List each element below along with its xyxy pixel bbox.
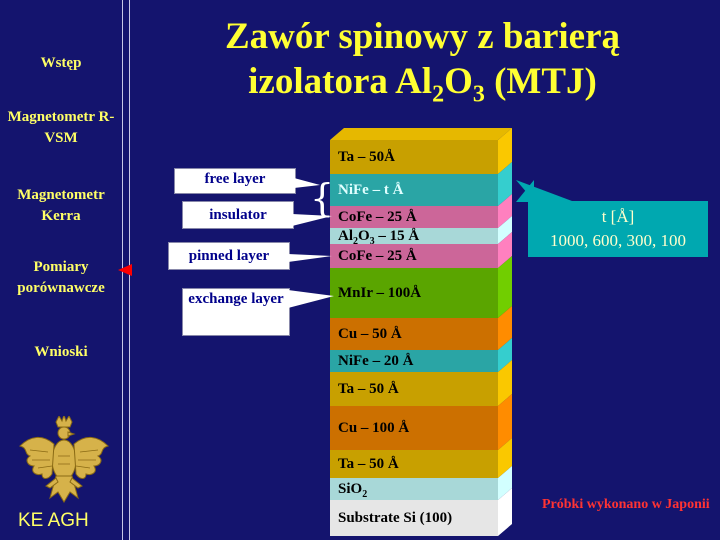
layer-label-11: SiO2: [338, 481, 368, 500]
layer-label-0: Ta – 50Å: [338, 149, 395, 165]
layer-front-6: [330, 318, 498, 350]
layer-side-3: [498, 216, 512, 244]
layer-label-7: NiFe – 20 Å: [338, 353, 414, 369]
layer-side-2: [498, 194, 512, 228]
callout-pinned-layer-pointer-icon: [288, 254, 332, 262]
layer-front-1: [330, 174, 498, 206]
slide-title: Zawór spinowy z barierą izolatora Al2O3 …: [140, 14, 705, 108]
layer-side-5: [498, 256, 512, 318]
layer-label-3: Al2O3 – 15 Å: [338, 228, 420, 247]
layer-front-5: [330, 268, 498, 318]
layer-front-12: [330, 500, 498, 536]
eagle-emblem-icon: [19, 416, 109, 503]
layer-front-0: [330, 140, 498, 174]
layer-side-1: [498, 162, 512, 206]
thickness-box: t [Å] 1000, 600, 300, 100: [528, 201, 708, 257]
footer-label: KE AGH: [18, 510, 89, 531]
layer-front-9: [330, 406, 498, 450]
nav-item-wnioski[interactable]: Wnioski: [34, 344, 88, 360]
layer-label-9: Cu – 100 Å: [338, 420, 410, 436]
current-item-arrow-icon: [118, 264, 132, 276]
nav-item-label: Pomiary porównawcze: [17, 259, 105, 296]
callout-free-layer: free layer: [174, 168, 296, 194]
callout-pinned-layer: pinned layer: [168, 242, 290, 270]
nav-item-magnetometr-kerra[interactable]: Magnetometr Kerra: [0, 185, 122, 227]
layer-side-7: [498, 338, 512, 372]
callout-free-layer-label: free layer: [204, 171, 266, 187]
sample-origin-note: Próbki wykonano w Japonii: [542, 497, 710, 512]
nav-item-magnetometr-rvsm[interactable]: Magnetometr R-VSM: [0, 107, 122, 149]
nav-item-label: Magnetometr Kerra: [17, 187, 105, 224]
title-line-1: Zawór spinowy z barierą: [224, 16, 620, 57]
layer-side-12: [498, 488, 512, 536]
nav-item-pomiary-porownawcze[interactable]: Pomiary porównawcze: [0, 257, 122, 299]
callout-insulator-label: insulator: [209, 207, 267, 223]
layer-front-4: [330, 244, 498, 268]
stack-top-face: [330, 128, 512, 140]
layer-label-6: Cu – 50 Å: [338, 326, 402, 342]
thickness-label: t [Å]: [601, 207, 635, 226]
layer-label-4: CoFe – 25 Å: [338, 248, 417, 264]
layer-side-10: [498, 438, 512, 478]
layer-side-6: [498, 306, 512, 350]
callout-exchange-layer-label: exchange layer: [188, 291, 284, 307]
layer-side-11: [498, 466, 512, 500]
title-line-2: izolatora Al2O3 (MTJ): [248, 61, 597, 108]
callout-exchange-layer: exchange layer: [182, 288, 290, 336]
thickness-values: 1000, 600, 300, 100: [550, 231, 686, 250]
layer-side-0: [498, 128, 512, 174]
layer-label-1: NiFe – t Å: [338, 182, 404, 198]
layer-label-5: MnIr – 100Å: [338, 285, 422, 301]
layer-side-9: [498, 394, 512, 450]
thickness-pointer-shape: [516, 180, 572, 201]
nav-item-wstep[interactable]: Wstęp: [40, 55, 82, 71]
callout-exchange-layer-pointer-icon: [288, 290, 334, 308]
callout-free-layer-pointer-icon: [294, 178, 320, 188]
layer-front-2: [330, 206, 498, 228]
layer-label-2: CoFe – 25 Å: [338, 209, 417, 225]
layer-label-10: Ta – 50 Å: [338, 456, 399, 472]
layer-front-10: [330, 450, 498, 478]
callout-insulator-pointer-icon: [292, 214, 332, 226]
layer-label-12: Substrate Si (100): [338, 510, 453, 526]
layer-front-11: [330, 478, 498, 500]
layer-front-3: [330, 228, 498, 244]
nav-item-label: Magnetometr R-VSM: [7, 109, 115, 146]
layer-label-8: Ta – 50 Å: [338, 381, 399, 397]
layer-front-7: [330, 350, 498, 372]
layer-front-8: [330, 372, 498, 406]
layer-side-8: [498, 360, 512, 406]
callout-insulator: insulator: [182, 201, 294, 229]
callout-pinned-layer-label: pinned layer: [188, 248, 270, 264]
